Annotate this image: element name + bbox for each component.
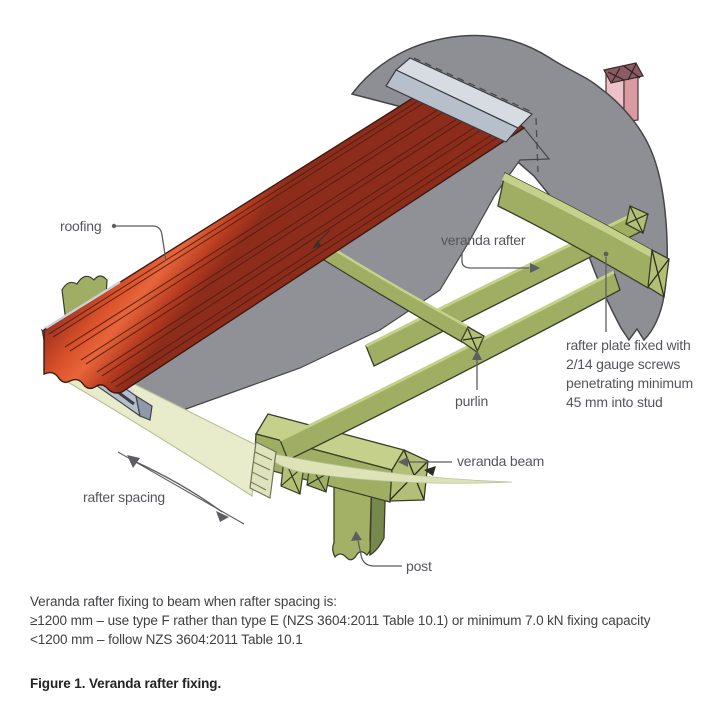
roofing-leader bbox=[116, 225, 167, 262]
veranda-rafter-leader bbox=[461, 252, 529, 269]
label-rafter-spacing: rafter spacing bbox=[83, 489, 166, 505]
fixing-note-line: ≥1200 mm – use type F rather than type E… bbox=[30, 613, 651, 628]
fascia-sawn-end bbox=[249, 441, 277, 499]
label-rafter-plate-note: rafter plate fixed with 2/14 gauge screw… bbox=[566, 337, 693, 410]
rafter-plate-leader-dot bbox=[603, 251, 609, 257]
rafter-plate bbox=[497, 172, 670, 299]
label-roofing: roofing bbox=[60, 218, 102, 234]
fascia-return bbox=[263, 451, 513, 484]
figure-caption: Figure 1. Veranda rafter fixing. bbox=[30, 676, 222, 691]
leader-lines bbox=[111, 223, 609, 567]
veranda-rafter-2 bbox=[279, 270, 621, 461]
fixing-notes: Veranda rafter fixing to beam when rafte… bbox=[30, 592, 650, 649]
rafter-spacing-dimension bbox=[117, 451, 245, 525]
purlin bbox=[323, 246, 485, 353]
roofing-panel bbox=[43, 75, 526, 394]
label-post: post bbox=[406, 558, 432, 574]
gutter-end-cap bbox=[135, 394, 153, 421]
roof-soffit bbox=[121, 127, 551, 424]
roofing-leader-dot bbox=[111, 223, 117, 229]
fixing-note-line: <1200 mm – follow NZS 3604:2011 Table 10… bbox=[30, 632, 303, 647]
label-purlin: purlin bbox=[455, 393, 489, 409]
barge-edge bbox=[45, 280, 121, 330]
apron-flashing bbox=[385, 57, 539, 173]
fixing-arrow bbox=[312, 229, 331, 249]
label-veranda-rafter: veranda rafter bbox=[441, 232, 526, 248]
label-veranda-beam: veranda beam bbox=[457, 453, 545, 469]
hidden-edge-dashed bbox=[413, 57, 539, 173]
post-leader bbox=[357, 539, 402, 567]
fixing-note-line: Veranda rafter fixing to beam when rafte… bbox=[30, 594, 337, 609]
veranda-rafter-fixing-diagram bbox=[41, 34, 670, 567]
